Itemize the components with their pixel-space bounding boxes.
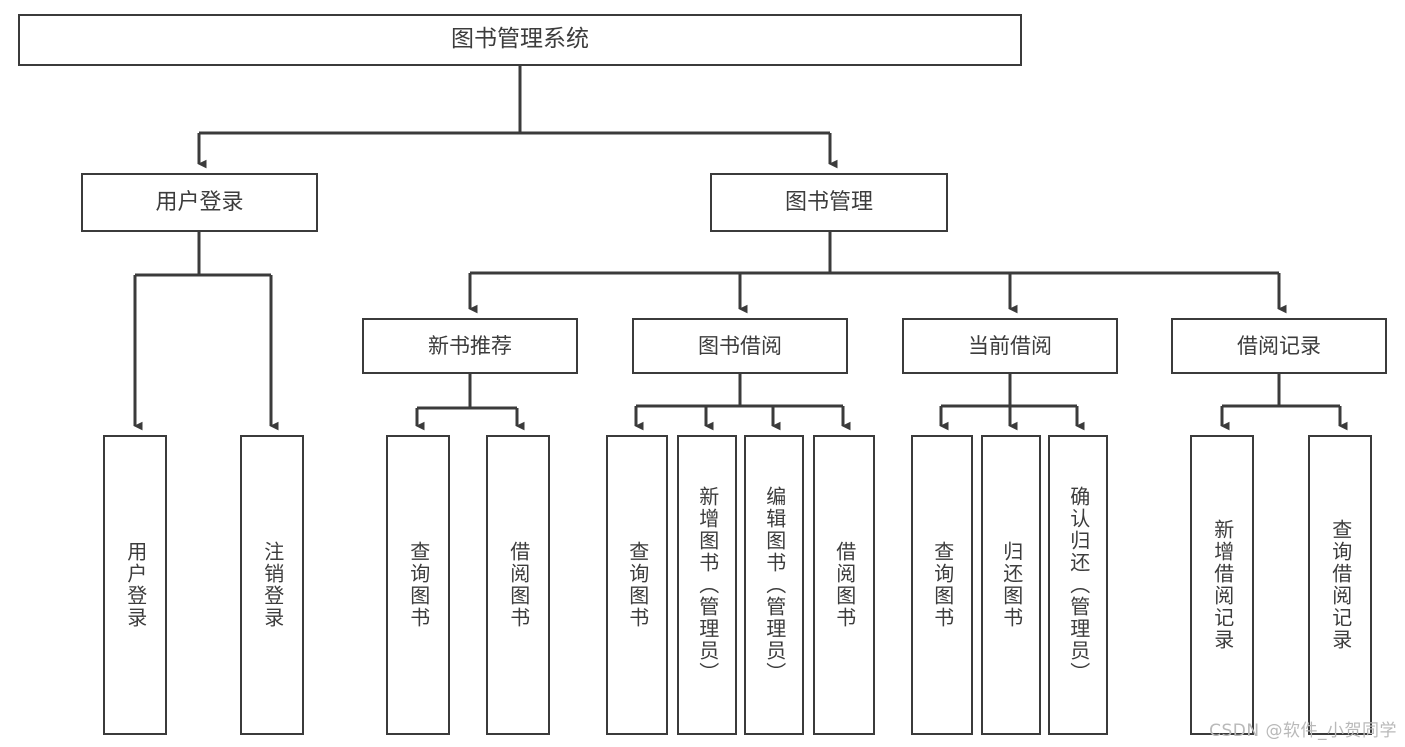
node-root-label: 图书管理系统 [451, 26, 589, 53]
node-new-book-recommend[interactable]: 新书推荐 [362, 318, 578, 374]
leaf-label: 编辑图书（管理员） [762, 486, 787, 684]
leaf-recommend-borrow-book[interactable]: 借阅图书 [486, 435, 550, 735]
node-root[interactable]: 图书管理系统 [18, 14, 1022, 66]
leaf-label: 确认归还（管理员） [1066, 486, 1091, 684]
leaf-label: 新增图书（管理员） [695, 486, 720, 684]
node-current-borrow-label: 当前借阅 [968, 333, 1052, 358]
node-current-borrow[interactable]: 当前借阅 [902, 318, 1118, 374]
leaf-recommend-query-book[interactable]: 查询图书 [386, 435, 450, 735]
node-book-management[interactable]: 图书管理 [710, 173, 948, 232]
leaf-current-confirm-return-admin[interactable]: 确认归还（管理员） [1048, 435, 1108, 735]
leaf-borrow-borrow-book[interactable]: 借阅图书 [813, 435, 875, 735]
leaf-label: 归还图书 [999, 541, 1024, 629]
node-user-login[interactable]: 用户登录 [81, 173, 318, 232]
node-borrow-record-label: 借阅记录 [1237, 333, 1321, 358]
leaf-label: 注销登录 [260, 541, 285, 629]
leaf-borrow-query-book[interactable]: 查询图书 [606, 435, 668, 735]
node-book-management-label: 图书管理 [784, 189, 873, 215]
leaf-user-login-logout[interactable]: 注销登录 [240, 435, 304, 735]
watermark: CSDN @软件_小贺同学 [1209, 721, 1397, 741]
leaf-current-query-book[interactable]: 查询图书 [911, 435, 973, 735]
leaf-label: 新增借阅记录 [1210, 519, 1235, 651]
leaf-current-return-book[interactable]: 归还图书 [981, 435, 1041, 735]
leaf-borrow-edit-book-admin[interactable]: 编辑图书（管理员） [744, 435, 804, 735]
node-book-borrow[interactable]: 图书借阅 [632, 318, 848, 374]
leaf-label: 借阅图书 [506, 541, 531, 629]
leaf-record-add-record[interactable]: 新增借阅记录 [1190, 435, 1254, 735]
leaf-record-query-record[interactable]: 查询借阅记录 [1308, 435, 1372, 735]
leaf-label: 查询图书 [930, 541, 955, 629]
node-book-borrow-label: 图书借阅 [698, 333, 782, 358]
leaf-label: 查询借阅记录 [1328, 519, 1353, 651]
node-borrow-record[interactable]: 借阅记录 [1171, 318, 1387, 374]
leaf-label: 查询图书 [625, 541, 650, 629]
leaf-label: 借阅图书 [832, 541, 857, 629]
leaf-user-login-login[interactable]: 用户登录 [103, 435, 167, 735]
leaf-label: 用户登录 [123, 541, 148, 629]
node-new-book-recommend-label: 新书推荐 [428, 333, 512, 358]
node-user-login-label: 用户登录 [155, 189, 244, 215]
leaf-borrow-add-book-admin[interactable]: 新增图书（管理员） [677, 435, 737, 735]
leaf-label: 查询图书 [406, 541, 431, 629]
